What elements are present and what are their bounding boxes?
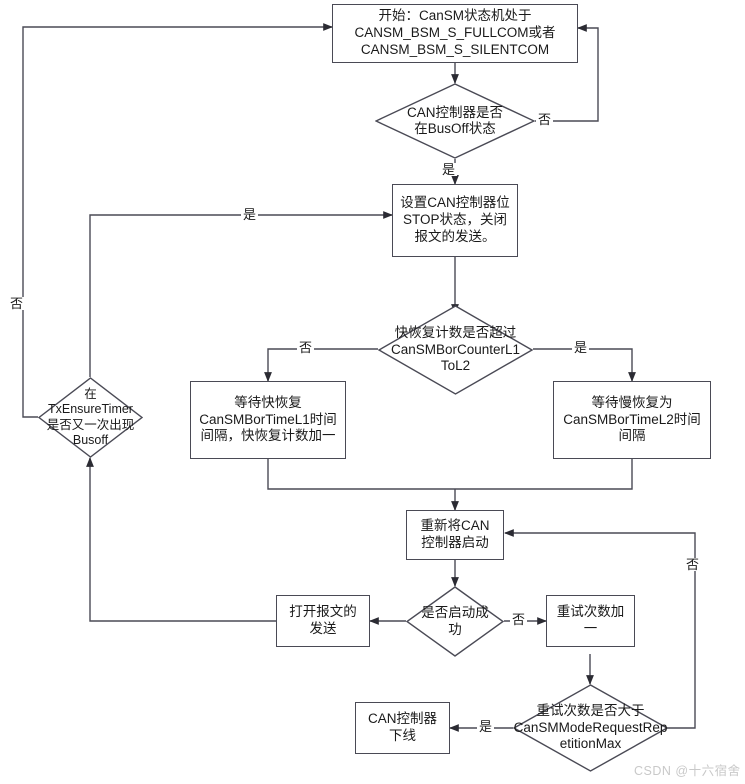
edge-label-fast-count-no: 否 xyxy=(297,340,315,355)
edge-label-busoff-yes: 是 xyxy=(440,162,458,177)
node-fast-count-check[interactable]: 快恢复计数是否超过 CanSMBorCounterL1 ToL2 xyxy=(378,305,533,395)
node-label: 快恢复计数是否超过 CanSMBorCounterL1 ToL2 xyxy=(390,325,521,374)
edge-label-start-success-no: 否 xyxy=(510,612,528,627)
node-open-tx[interactable]: 打开报文的 发送 xyxy=(276,595,370,647)
node-restart-controller[interactable]: 重新将CAN 控制器启动 xyxy=(406,510,504,560)
node-busoff-check[interactable]: CAN控制器是否 在BusOff状态 xyxy=(375,83,535,159)
diamond-shape xyxy=(38,377,143,458)
node-label: CAN控制器是否 在BusOff状态 xyxy=(406,104,503,136)
edge-label-busoff-no: 否 xyxy=(536,112,554,127)
node-retry-max-check[interactable]: 重试次数是否大于 CanSMModeRequestRep etitionMax xyxy=(513,684,668,772)
node-tx-ensure-check[interactable]: 在 TxEnsureTimer 是否又一次出现 Busoff xyxy=(38,377,143,458)
edge-label-tx-ensure-no: 否 xyxy=(8,296,26,311)
node-start[interactable]: 开始：CanSM状态机处于 CANSM_BSM_S_FULLCOM或者 CANS… xyxy=(332,4,578,63)
node-retry-inc[interactable]: 重试次数加 一 xyxy=(546,595,635,647)
node-wait-slow[interactable]: 等待慢恢复为 CanSMBorTimeL2时间 间隔 xyxy=(553,381,711,459)
diamond-shape xyxy=(513,684,668,772)
edge-label-fast-count-yes: 是 xyxy=(572,340,590,355)
diamond-shape xyxy=(375,83,535,159)
edge-label-retry-max-no: 否 xyxy=(684,557,702,572)
node-wait-fast[interactable]: 等待快恢复 CanSMBorTimeL1时间 间隔，快恢复计数加一 xyxy=(190,381,346,459)
node-stop-controller[interactable]: 设置CAN控制器位 STOP状态，关闭 报文的发送。 xyxy=(392,184,518,257)
watermark: CSDN @十六宿舍 xyxy=(634,764,741,778)
node-label: 在 TxEnsureTimer 是否又一次出现 Busoff xyxy=(46,387,135,447)
edge-label-tx-ensure-yes: 是 xyxy=(241,207,259,222)
node-controller-offline[interactable]: CAN控制器 下线 xyxy=(355,702,450,754)
node-label: 是否启动成 功 xyxy=(421,605,489,637)
node-label: 重试次数是否大于 CanSMModeRequestRep etitionMax xyxy=(513,703,668,752)
diamond-shape xyxy=(406,586,504,657)
node-start-success-check[interactable]: 是否启动成 功 xyxy=(406,586,504,657)
edge-label-retry-max-yes: 是 xyxy=(477,719,495,734)
diamond-shape xyxy=(378,305,533,395)
